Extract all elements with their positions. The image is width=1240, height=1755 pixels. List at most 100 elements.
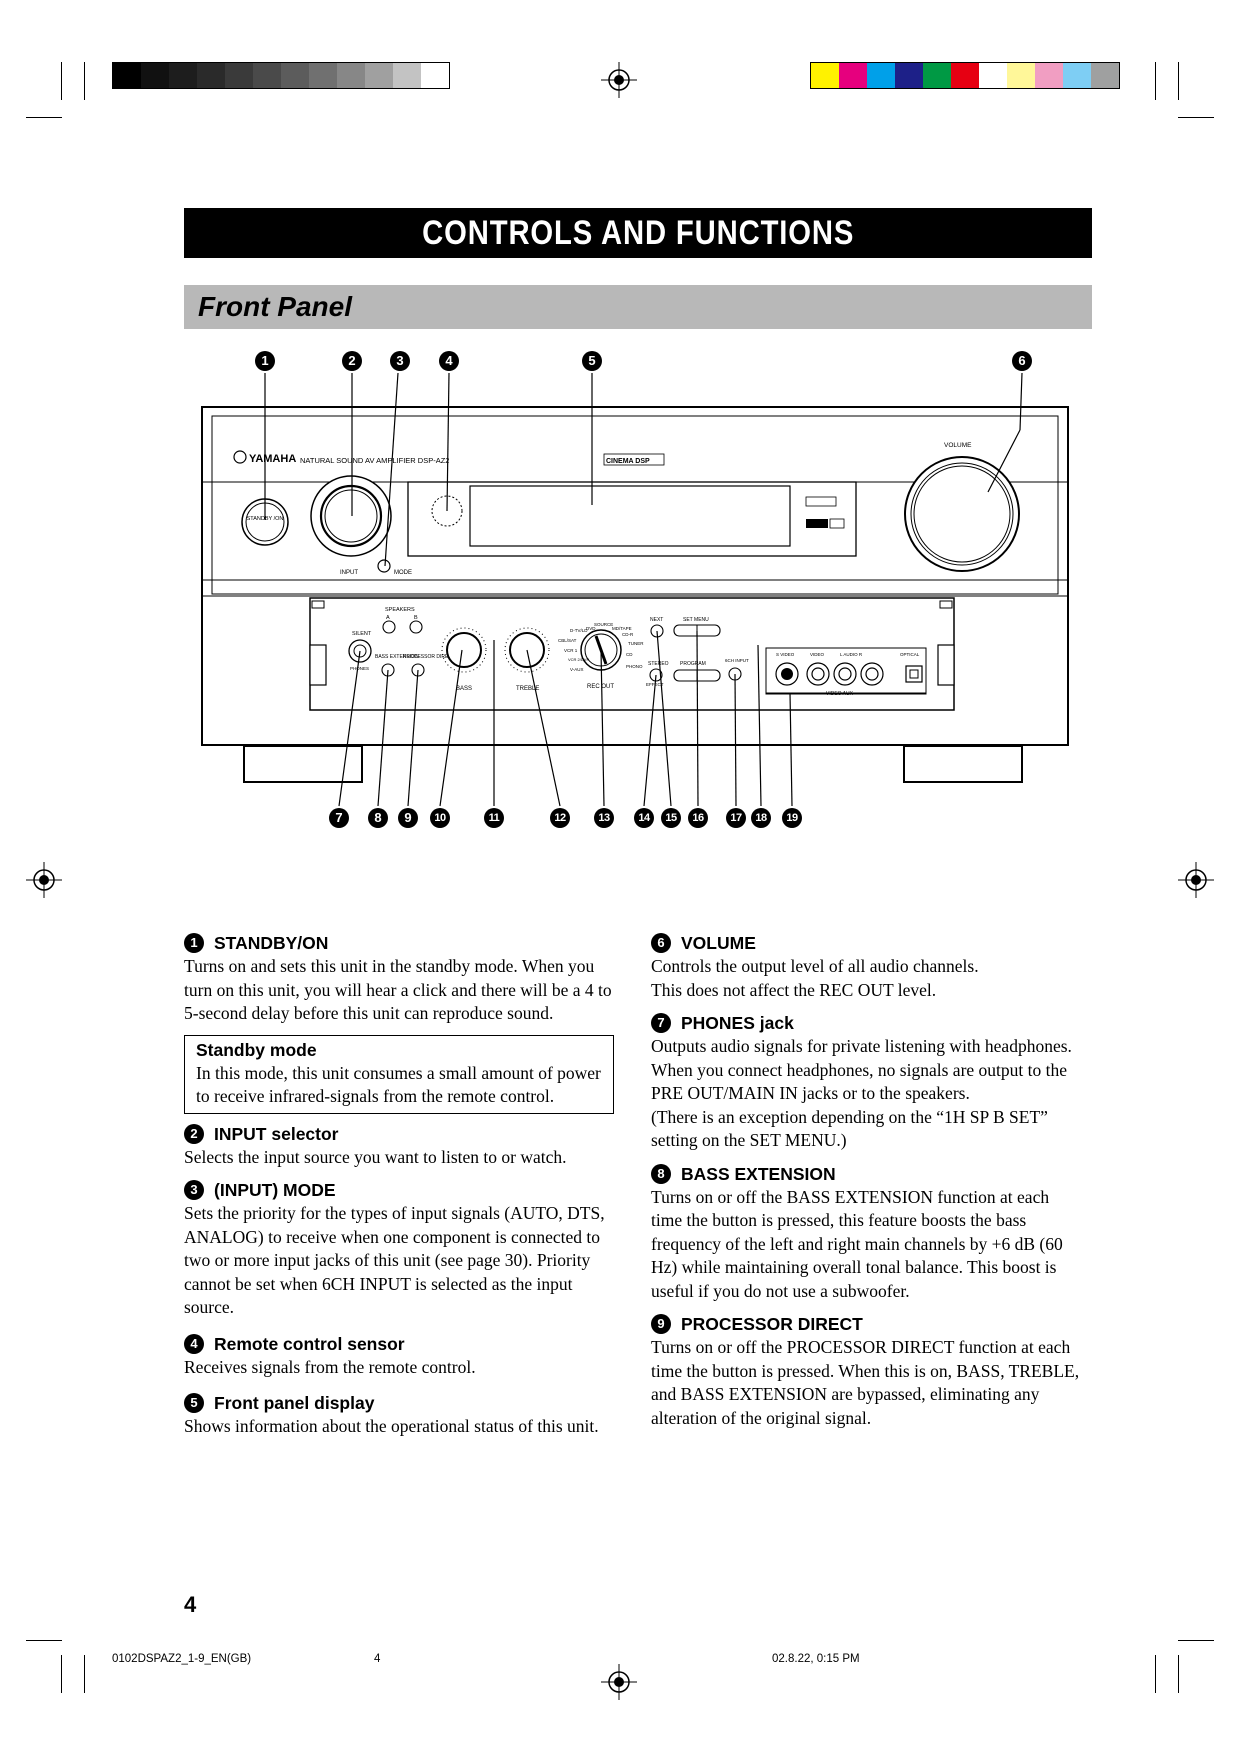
bullet-number: 9: [651, 1314, 671, 1334]
footer-page: 4: [374, 1653, 381, 1665]
page-number: 4: [184, 1592, 197, 1617]
callout-10: 10: [430, 808, 450, 828]
front-panel-figure: YAMAHA NATURAL SOUND AV AMPLIFIER DSP-AZ…: [201, 372, 1069, 807]
s-video-label: S VIDEO: [776, 652, 795, 657]
callout-18: 18: [751, 808, 771, 828]
phones-label: PHONES: [350, 666, 369, 671]
optical-label: OPTICAL: [900, 652, 920, 657]
registration-mark-icon: [26, 862, 62, 898]
callout-6: 6: [1012, 351, 1032, 371]
bullet-number: 7: [651, 1013, 671, 1033]
silent-label: SILENT: [352, 631, 372, 637]
mode-label: MODE: [394, 570, 412, 576]
callout-3: 3: [390, 351, 410, 371]
registration-mark-icon: [601, 1664, 637, 1700]
6ch-input-label: 6CH INPUT: [725, 658, 749, 663]
item-heading: VOLUME: [681, 933, 756, 953]
callout-9: 9: [398, 808, 418, 828]
item-heading: Front panel display: [214, 1393, 375, 1413]
item-text: Turns on or off the PROCESSOR DIRECT fun…: [651, 1337, 1080, 1428]
section-title: Front Panel: [184, 285, 1092, 329]
standby-mode-note: Standby mode In this mode, this unit con…: [184, 1034, 614, 1114]
callout-16: 16: [688, 808, 708, 828]
processor-direct-label: PROCESSOR DIRECT: [403, 654, 455, 660]
note-heading: Standby mode: [196, 1039, 317, 1060]
item-text: Turns on and sets this unit in the stand…: [184, 956, 612, 1023]
speaker-a-label: A: [386, 615, 390, 621]
callout-2: 2: [342, 351, 362, 371]
stereo-label: STEREO: [648, 661, 669, 667]
item-text: Sets the priority for the types of input…: [184, 1203, 605, 1317]
callout-4: 4: [439, 351, 459, 371]
callout-12: 12: [550, 808, 570, 828]
item-text: Outputs audio signals for private listen…: [651, 1036, 1072, 1150]
leader-lines: [264, 372, 1023, 807]
grayscale-bar: [112, 62, 450, 89]
item-heading: (INPUT) MODE: [214, 1180, 336, 1200]
sel-cd-label: CD: [626, 652, 633, 657]
item-heading: Remote control sensor: [214, 1333, 405, 1354]
volume-label: VOLUME: [944, 442, 972, 449]
sel-dvd-label: DVD: [586, 626, 596, 631]
callout-13: 13: [594, 808, 614, 828]
cinema-dsp-logo: CINEMA DSP: [606, 458, 650, 465]
item-text: Selects the input source you want to lis…: [184, 1146, 567, 1167]
sel-vcr2-label: VCR 2/DVR: [568, 657, 589, 662]
callout-19: 19: [782, 808, 802, 828]
left-column: 1 STANDBY/ON Turns on and sets this unit …: [184, 931, 614, 1448]
speakers-label: SPEAKERS: [385, 607, 415, 613]
bullet-number: 3: [184, 1180, 204, 1200]
program-label: PROGRAM: [680, 661, 706, 667]
model-label: NATURAL SOUND AV AMPLIFIER DSP-AZ2: [300, 456, 449, 465]
item-input-mode: 3 (INPUT) MODE Sets the priority for the …: [184, 1178, 614, 1320]
audio-label: L AUDIO R: [840, 652, 863, 657]
item-heading: PROCESSOR DIRECT: [681, 1314, 863, 1334]
item-processor-direct: 9 PROCESSOR DIRECT Turns on or off the PR…: [651, 1312, 1081, 1430]
callout-17: 17: [726, 808, 746, 828]
bass-extension-label: BASS EXTENSION: [375, 654, 419, 660]
brand-label: YAMAHA: [249, 453, 296, 465]
registration-mark-icon: [1178, 862, 1214, 898]
item-heading: STANDBY/ON: [214, 933, 329, 953]
bass-label: BASS: [456, 686, 472, 692]
item-standby-on: 1 STANDBY/ON Turns on and sets this unit …: [184, 931, 614, 1026]
note-text: In this mode, this unit consumes a small…: [196, 1062, 601, 1107]
right-column: 6 VOLUME Controls the output level of all…: [651, 931, 1081, 1439]
footer-date: 02.8.22, 0:15 PM: [772, 1653, 860, 1665]
callout-1: 1: [255, 351, 275, 371]
sel-phono-label: PHONO: [626, 664, 643, 669]
sel-cdr-label: CD-R: [622, 632, 634, 637]
video-label: VIDEO: [810, 652, 825, 657]
bullet-number: 8: [651, 1163, 671, 1184]
sel-dtv-label: D-TV/LD: [570, 628, 588, 633]
input-label: INPUT: [340, 570, 358, 576]
bullet-number: 1: [184, 933, 204, 953]
video-aux-label: VIDEO AUX: [826, 691, 854, 697]
callout-7: 7: [329, 808, 349, 828]
item-volume: 6 VOLUME Controls the output level of all…: [651, 931, 1081, 1002]
item-heading: PHONES jack: [681, 1013, 794, 1033]
bullet-number: 6: [651, 933, 671, 953]
color-bar: [810, 62, 1120, 89]
item-bass-extension: 8 BASS EXTENSION Turns on or off the BASS…: [651, 1162, 1081, 1304]
callout-5: 5: [582, 351, 602, 371]
bullet-number: 2: [184, 1123, 204, 1144]
sel-vcr1-label: VCR 1: [564, 648, 578, 653]
callout-11: 11: [484, 808, 504, 828]
item-text: Shows information about the operational …: [184, 1416, 599, 1436]
sel-md-label: MD/TAPE: [612, 626, 632, 631]
callout-14: 14: [634, 808, 654, 828]
item-text: Controls the output level of all audio c…: [651, 956, 979, 1000]
item-text: Turns on or off the BASS EXTENSION funct…: [651, 1186, 1063, 1301]
bullet-number: 4: [184, 1333, 204, 1354]
treble-label: TREBLE: [516, 686, 539, 692]
registration-mark-icon: [601, 62, 637, 98]
callout-15: 15: [661, 808, 681, 828]
sel-cbl-label: CBL/SAT: [558, 638, 577, 643]
item-heading: BASS EXTENSION: [681, 1163, 836, 1184]
source-label: SOURCE: [594, 622, 613, 627]
footer-file: 0102DSPAZ2_1-9_EN(GB): [112, 1653, 252, 1665]
